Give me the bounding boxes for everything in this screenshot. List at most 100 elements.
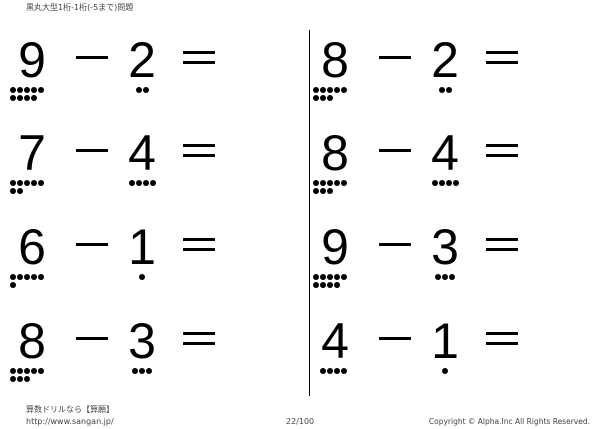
dot <box>333 368 340 374</box>
dot <box>38 87 44 93</box>
minuend: 9 <box>18 32 46 88</box>
dot <box>149 180 156 186</box>
dot <box>24 274 30 280</box>
dot <box>24 376 30 382</box>
dot-row <box>10 368 50 375</box>
minus-sign: － <box>70 127 114 178</box>
dot <box>313 180 319 186</box>
dot <box>320 274 326 280</box>
subtrahend: 1 <box>128 219 156 275</box>
minus-sign: － <box>373 221 417 272</box>
dot <box>435 274 441 280</box>
dot <box>31 368 37 374</box>
dot-counter <box>425 274 465 282</box>
dot <box>10 87 16 93</box>
subtrahend: 2 <box>128 32 156 88</box>
dot-row <box>10 376 50 383</box>
dot <box>10 95 16 101</box>
minuend: 8 <box>18 313 46 369</box>
dot-row <box>122 274 162 281</box>
dot <box>442 274 448 280</box>
dot-row <box>10 188 50 195</box>
dot-row <box>10 282 50 289</box>
minuend: 8 <box>321 32 349 88</box>
dot-row <box>10 274 50 281</box>
dot <box>17 274 23 280</box>
subtraction-problem: 9－3＝ <box>313 219 555 292</box>
dot <box>10 188 16 194</box>
dot-row <box>122 368 162 375</box>
footer-url[interactable]: http://www.sangan.jp/ <box>26 417 114 426</box>
dot <box>334 180 340 186</box>
equals-sign: ＝ <box>177 127 221 178</box>
dot <box>341 180 347 186</box>
dot <box>142 87 149 93</box>
dot-row <box>10 87 50 94</box>
dot <box>334 87 340 93</box>
dot <box>31 180 37 186</box>
dot <box>10 282 16 288</box>
dot-counter <box>10 180 50 196</box>
dot-row <box>313 188 353 195</box>
dot <box>320 87 326 93</box>
dot-counter <box>313 180 353 196</box>
dot <box>31 87 37 93</box>
subtraction-problem: 8－3＝ <box>10 313 252 386</box>
column-divider <box>309 30 310 396</box>
dot-row <box>425 87 465 94</box>
dot <box>17 376 23 382</box>
dot-counter <box>313 368 353 376</box>
dot <box>438 180 445 186</box>
minus-sign: － <box>373 34 417 85</box>
dot <box>17 188 23 194</box>
subtraction-problem: 6－1＝ <box>10 219 252 292</box>
dot <box>146 368 152 374</box>
dot-counter <box>122 274 162 282</box>
dot <box>326 368 333 374</box>
equals-sign: ＝ <box>480 221 524 272</box>
subtrahend: 3 <box>431 219 459 275</box>
dot <box>334 274 340 280</box>
dot <box>313 282 319 288</box>
subtrahend: 1 <box>431 313 459 369</box>
dot-row <box>313 95 353 102</box>
equals-sign: ＝ <box>480 315 524 366</box>
dot-counter <box>313 274 353 290</box>
dot <box>442 368 448 374</box>
dot <box>319 368 326 374</box>
worksheet-title: 黒丸大型1桁-1桁(-5まで)問題 <box>26 3 134 12</box>
dot <box>327 87 333 93</box>
dot <box>449 274 455 280</box>
dot <box>320 188 326 194</box>
dot <box>135 87 142 93</box>
dot <box>340 368 347 374</box>
subtraction-problem: 9－2＝ <box>10 32 252 105</box>
dot <box>17 87 23 93</box>
dot-row <box>313 368 353 375</box>
dot-counter <box>10 87 50 103</box>
dot-row <box>313 87 353 94</box>
dot <box>445 180 452 186</box>
dot <box>17 180 23 186</box>
dot <box>327 188 333 194</box>
dot <box>10 274 16 280</box>
dot <box>31 95 37 101</box>
equals-sign: ＝ <box>177 315 221 366</box>
dot <box>38 274 44 280</box>
minus-sign: － <box>70 221 114 272</box>
dot-row <box>313 282 353 289</box>
minus-sign: － <box>373 315 417 366</box>
subtrahend: 2 <box>431 32 459 88</box>
dot-counter <box>425 87 465 95</box>
dot <box>24 95 30 101</box>
dot <box>31 274 37 280</box>
dot <box>135 180 142 186</box>
dot <box>17 95 23 101</box>
dot <box>341 274 347 280</box>
dot-row <box>425 368 465 375</box>
minuend: 6 <box>18 219 46 275</box>
minuend: 7 <box>18 125 46 181</box>
subtrahend: 3 <box>128 313 156 369</box>
dot <box>24 87 30 93</box>
